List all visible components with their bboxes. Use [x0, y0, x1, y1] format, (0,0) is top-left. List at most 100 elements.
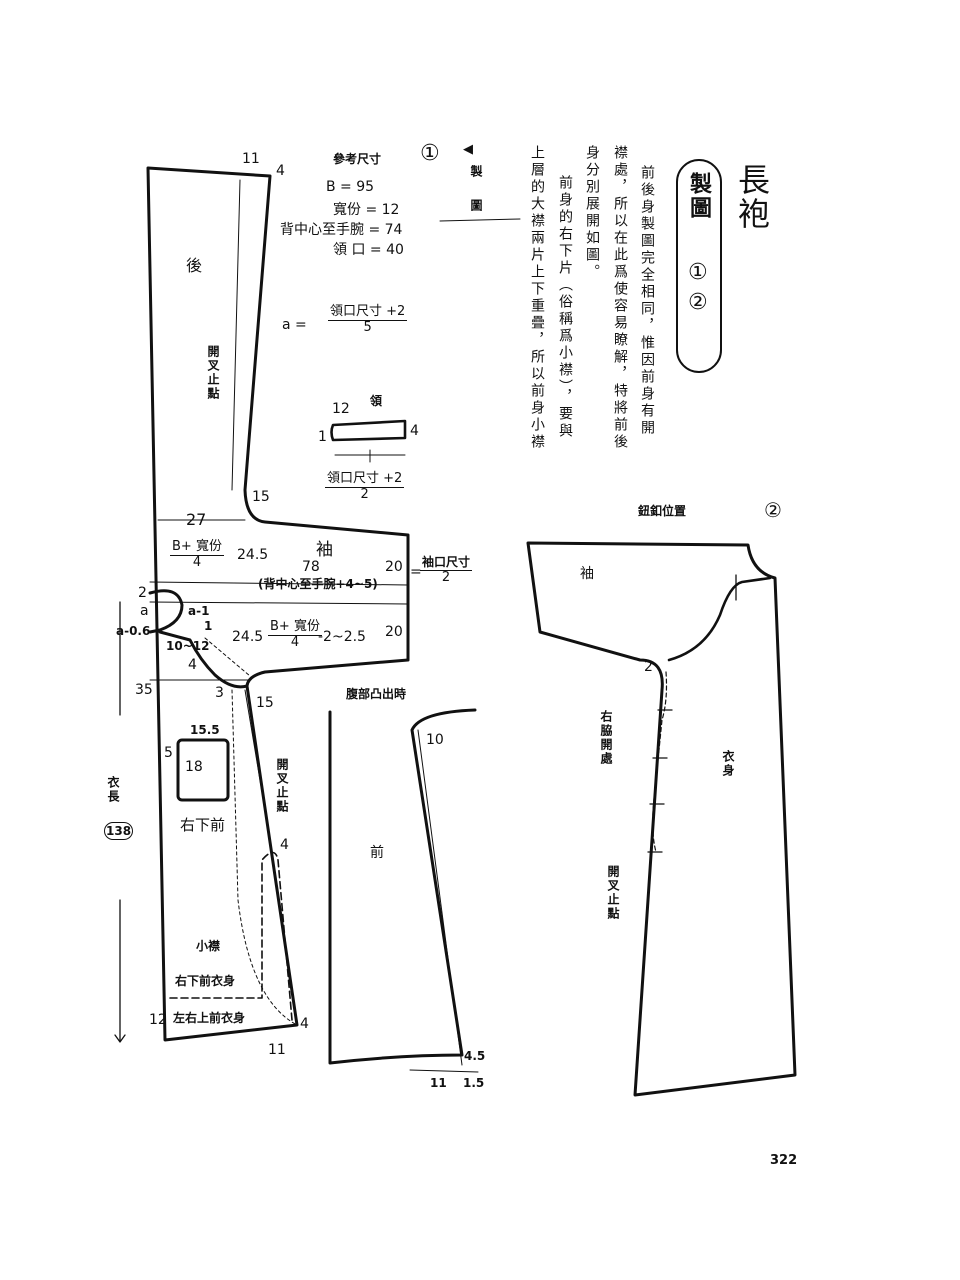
- cuff-den: 2: [441, 569, 451, 585]
- figure2-number: ②: [764, 498, 782, 522]
- belly-note: 腹部凸出時: [346, 687, 407, 701]
- formula-a-lhs: a =: [282, 317, 307, 333]
- description-line-4: 前身的右下片（俗稱爲小襟），要與: [557, 175, 573, 440]
- chest-den: 4: [192, 554, 202, 570]
- right-lower-front-label: 右下前: [180, 816, 226, 834]
- figure2-dim-2: 2: [644, 659, 653, 675]
- dim-top-11: 11: [242, 151, 260, 167]
- section-label: 製圖: [469, 165, 483, 233]
- dim-12: 12: [149, 1012, 167, 1028]
- dim-35: 35: [135, 682, 153, 698]
- back-label: 後: [186, 256, 203, 275]
- garment-length-label: 衣長: [106, 776, 120, 804]
- equals-sign: =: [410, 564, 422, 580]
- badge-label: 製圖: [686, 172, 711, 220]
- reference-line: 背中心至手腕 = 74: [280, 222, 403, 238]
- slit-stop-label-2: 開叉止點: [275, 758, 289, 814]
- dim-15: 15: [252, 489, 270, 505]
- chest2-tail: -2~2.5: [318, 629, 366, 645]
- reference-line: B = 95: [326, 179, 375, 195]
- figure2-slit-stop-label: 開叉止點: [606, 865, 620, 921]
- page-title: 長袍: [733, 163, 771, 231]
- cuff-num: 袖口尺寸: [420, 555, 473, 571]
- formula-a-num: 領口尺寸 +2: [328, 304, 408, 321]
- dim-4-5: 4.5: [464, 1049, 486, 1063]
- dim-top-4: 4: [276, 163, 285, 179]
- dashed-lapel: [169, 851, 293, 1021]
- dim-5: 5: [164, 745, 173, 761]
- figure2-sleeve-label: 袖: [580, 566, 594, 582]
- cuff-20b: 20: [385, 624, 403, 640]
- page-number: 322: [770, 1153, 798, 1168]
- front-outline: [328, 708, 477, 1065]
- button-marks: [647, 574, 737, 853]
- description-line-1: 前後身製圖完全相同，惟因前身有開: [639, 165, 655, 437]
- right-lower-front-body-label: 右下前衣身: [175, 974, 236, 988]
- reference-line: 領 口 = 40: [333, 242, 404, 258]
- front-guide: [409, 729, 479, 1073]
- dim-3: 3: [215, 685, 224, 701]
- chest2-num: B+ 寬份: [268, 619, 322, 636]
- upper-front-body-label: 左右上前衣身: [173, 1011, 246, 1025]
- collar-piece: [330, 419, 407, 442]
- dim-4: 4: [188, 657, 197, 673]
- dim-10: 10: [426, 732, 444, 748]
- collar-len-den: 2: [360, 486, 369, 502]
- figure2-armhole: [667, 576, 772, 662]
- chest-num: B+ 寬份: [170, 539, 224, 556]
- dim-15-5: 15.5: [190, 723, 220, 737]
- dim-18: 18: [185, 759, 203, 775]
- reference-line: 寬份 = 12: [333, 202, 400, 218]
- description-line-3: 身分別展開如圖。: [584, 145, 600, 281]
- dashed-guide: [204, 637, 298, 1026]
- dim-78-note: (背中心至手腕+4~5): [258, 577, 378, 591]
- dim-15b: 15: [256, 695, 274, 711]
- formula-a-den: 5: [363, 319, 372, 335]
- dim-a-minus-1: a-1: [188, 604, 210, 618]
- small-lapel-label: 小襟: [196, 939, 221, 953]
- description-line-5: 上層的大襟兩片上下重疊，所以前身小襟: [529, 145, 545, 451]
- chest2-den: 4: [290, 634, 300, 650]
- dim-1: 1: [204, 619, 213, 633]
- guide-lines: [149, 179, 409, 841]
- slit-stop-label: 開叉止點: [206, 345, 220, 401]
- figure2-heading: 鈕釦位置: [638, 504, 687, 518]
- garment-length-value: 138: [104, 822, 134, 840]
- front-label: 前: [370, 845, 384, 861]
- badge-item-1: ①: [688, 260, 708, 285]
- dim-a-minus-06: a-0.6: [116, 624, 151, 638]
- description-line-2: 襟處，所以在此爲使容易瞭解，特將前後: [612, 145, 628, 451]
- collar-dim: 12: [332, 401, 350, 417]
- body-label: 衣身: [721, 750, 735, 778]
- section-divider: [439, 218, 521, 222]
- right-side-opening-label: 右脇開處: [599, 710, 613, 766]
- cuff-20: 20: [385, 559, 403, 575]
- dim-11: 11: [268, 1042, 286, 1058]
- dim-1-5: 1.5: [463, 1076, 485, 1090]
- collar-dim: 4: [410, 423, 419, 439]
- collar-dim: 1: [318, 429, 327, 445]
- dim-2: 2: [138, 585, 147, 601]
- neckline-curve: [148, 589, 249, 689]
- dim-24-5b: 24.5: [232, 629, 264, 645]
- dim-10-12: 10~12: [166, 639, 210, 653]
- section-arrow-icon: ◀: [463, 142, 473, 157]
- dim-4b: 4: [280, 837, 289, 853]
- collar-label: 領: [370, 394, 383, 408]
- dim-11c: 11: [430, 1076, 447, 1090]
- back-front-outline: [146, 166, 410, 1042]
- dim-27: 27: [186, 510, 207, 529]
- collar-dim: [334, 449, 406, 463]
- badge-outline: [676, 159, 722, 373]
- dim-a: a: [140, 603, 149, 619]
- badge-item-2: ②: [688, 290, 708, 315]
- sleeve-label: 袖: [316, 540, 333, 560]
- dim-24-5: 24.5: [237, 547, 269, 563]
- figure1-number: ①: [420, 141, 440, 166]
